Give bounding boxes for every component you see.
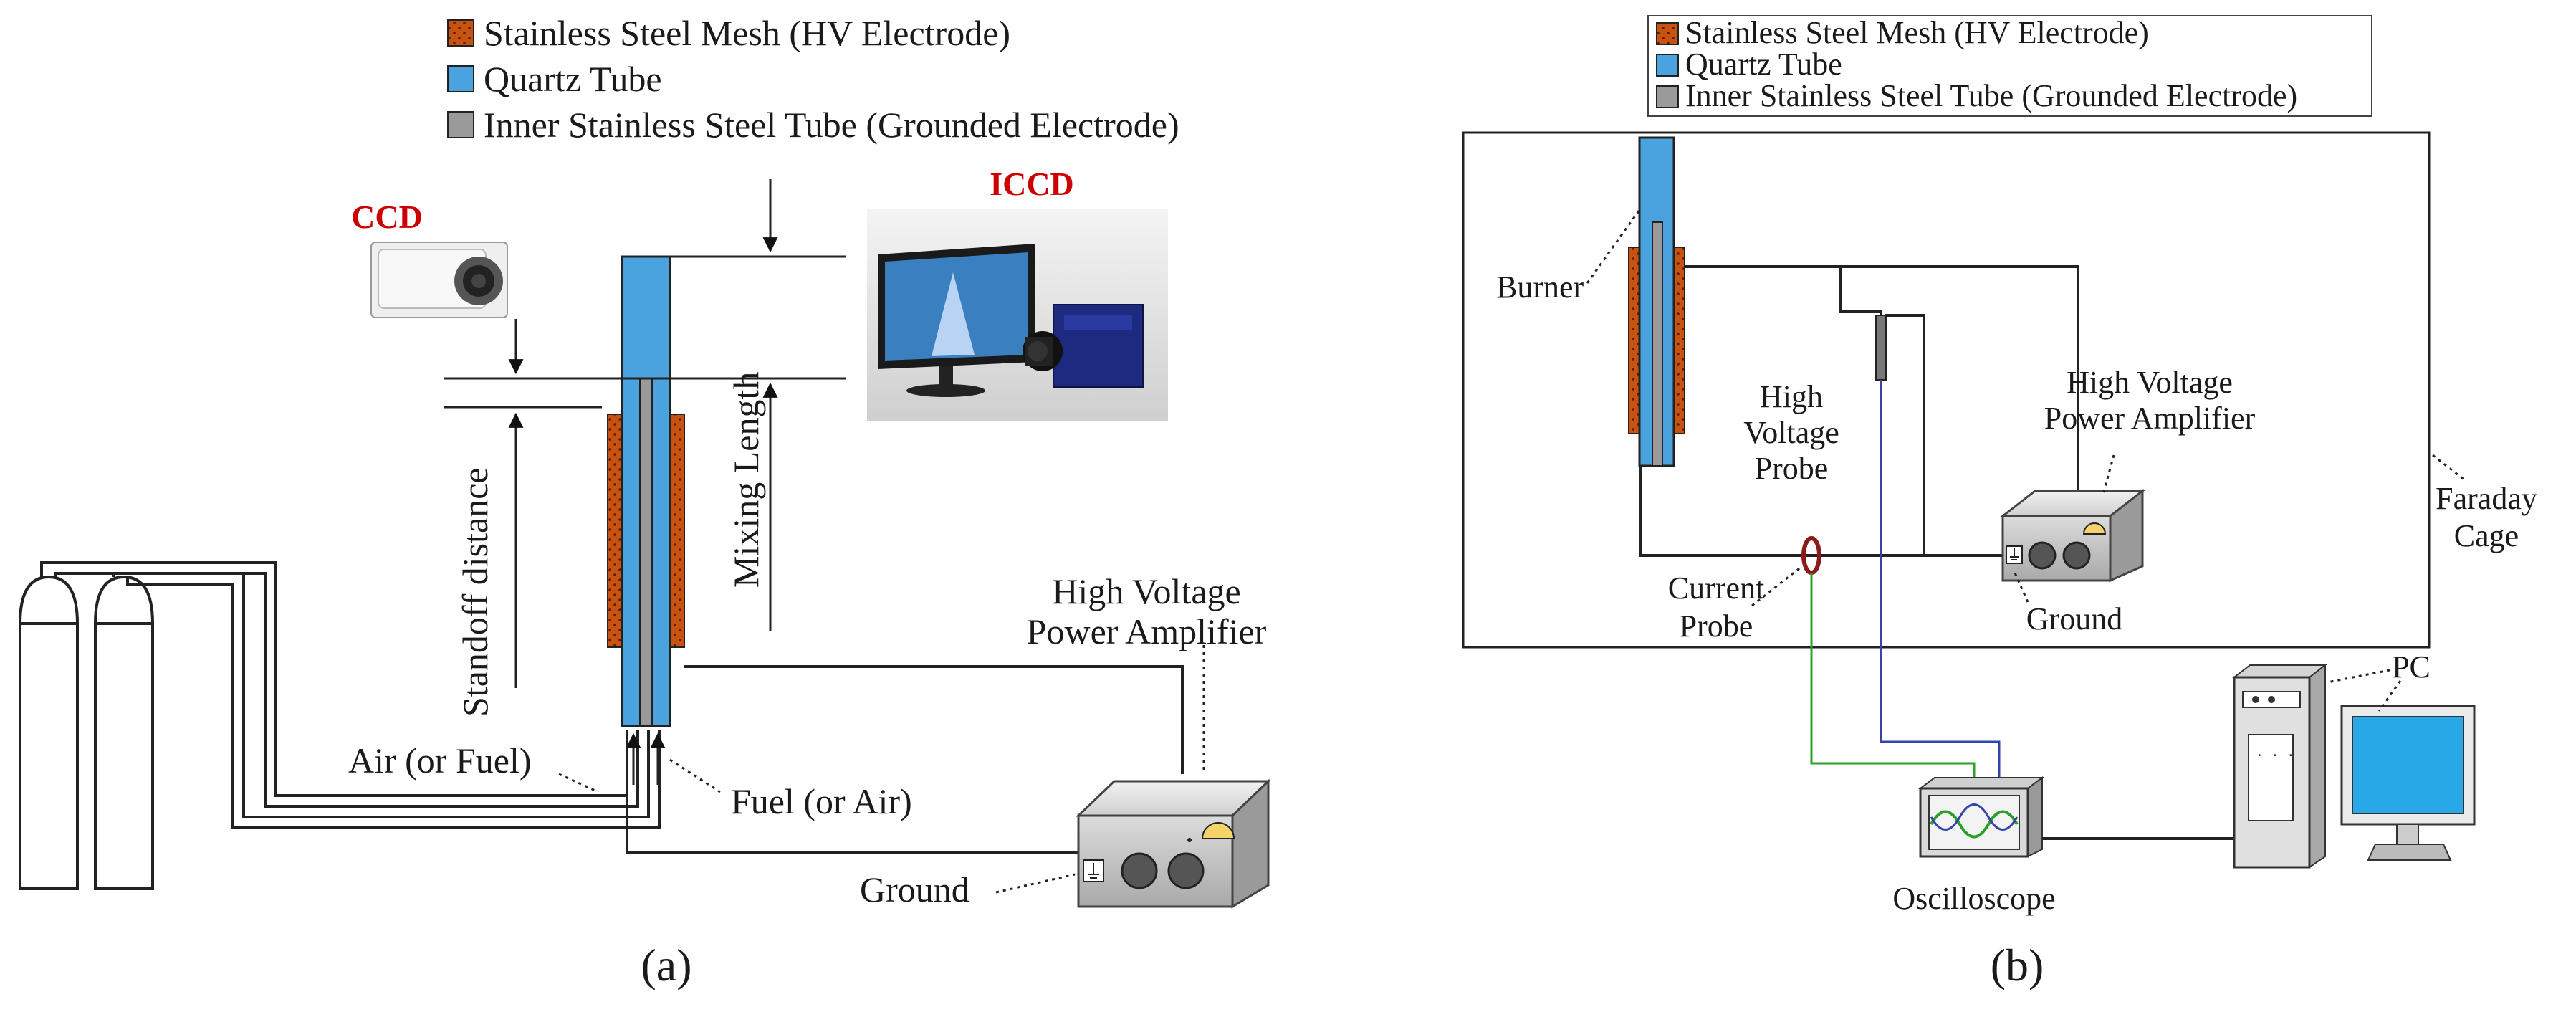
legend-a: Stainless Steel Mesh (HV Electrode) Quar… — [447, 13, 1179, 145]
hv-amp-label-b2: Power Amplifier — [2044, 401, 2256, 436]
caption-b-text: (b) — [1991, 940, 2044, 990]
current-probe-label-1: Current — [1668, 571, 1764, 606]
legend-mesh-swatch — [447, 19, 474, 47]
ground-label-a: Ground — [860, 869, 969, 910]
mesh-left — [607, 414, 623, 648]
hv-amp-label-b1: High Voltage — [2067, 365, 2233, 400]
hv-amplifier-b — [1999, 488, 2146, 583]
svg-text:· · ·: · · · — [2256, 748, 2294, 763]
current-probe-label-2: Probe — [1680, 608, 1753, 644]
faraday-cage — [1462, 131, 2431, 649]
faraday-label-1: Faraday — [2436, 481, 2537, 516]
hv-amp-label-a1: High Voltage — [1052, 571, 1240, 611]
gas-line-2-outer — [112, 572, 650, 818]
legend-quartz-swatch — [447, 65, 474, 92]
mesh-right — [669, 414, 685, 648]
iccd-label: ICCD — [990, 166, 1074, 202]
burner-label: Burner — [1496, 269, 1584, 305]
gas-cylinder-2 — [94, 575, 154, 890]
voltage-signal-cable — [1880, 380, 2001, 785]
legend-inner-swatch — [447, 111, 474, 138]
legend-inner-label: Inner Stainless Steel Tube (Grounded Ele… — [484, 105, 1179, 145]
oscilloscope-label: Oscilloscope — [1892, 881, 2055, 916]
caption-a: (a) — [641, 940, 691, 990]
hv-probe-icon — [1875, 315, 1887, 381]
caption-a-text: (a) — [641, 940, 691, 990]
air-label: Air (or Fuel) — [348, 740, 532, 781]
gas-line-2-inner — [126, 577, 661, 829]
current-signal-cable — [1810, 573, 1976, 785]
standoff-distance-label: Standoff distance — [455, 467, 495, 717]
legend-quartz-label: Quartz Tube — [484, 59, 662, 99]
gas-line-1-inner — [54, 572, 639, 808]
fuel-label: Fuel (or Air) — [731, 781, 912, 821]
probe-ground-wire — [1885, 314, 2010, 557]
hv-probe-label-3: Probe — [1755, 451, 1829, 486]
faraday-label-2: Cage — [2454, 518, 2519, 553]
hv-probe-label-1: High — [1760, 379, 1823, 414]
ccd-camera-icon — [370, 242, 508, 318]
pc-tower-icon: · · · — [2232, 663, 2327, 869]
gas-cylinder-1 — [19, 575, 79, 890]
panel-a: Stainless Steel Mesh (HV Electrode) Quar… — [19, 13, 1271, 990]
pc-label: PC — [2392, 649, 2431, 684]
legend-b-inner-label: Inner Stainless Steel Tube (Grounded Ele… — [1685, 78, 2297, 113]
legend-mesh-label: Stainless Steel Mesh (HV Electrode) — [484, 13, 1010, 53]
legend-b-quartz-swatch — [1656, 54, 1679, 77]
ccd-label: CCD — [351, 199, 423, 235]
caption-b: (b) — [1991, 940, 2044, 990]
hv-wire-a — [684, 665, 1184, 774]
panel-b: Stainless Steel Mesh (HV Electrode) Quar… — [1462, 15, 2537, 990]
hv-amplifier-a — [1076, 778, 1271, 909]
gas-line-1-outer — [40, 561, 628, 797]
mixing-length-label: Mixing Length — [726, 372, 766, 588]
ground-wire-b — [1639, 466, 2010, 557]
pc-monitor-icon — [2340, 705, 2476, 861]
inner-tube — [639, 378, 653, 727]
hv-probe-label-2: Voltage — [1743, 415, 1839, 450]
iccd-camera-icon — [867, 209, 1168, 421]
ground-wire-a — [626, 730, 1089, 854]
legend-b-mesh-swatch — [1656, 22, 1679, 45]
legend-b-inner-swatch — [1656, 85, 1679, 108]
ground-label-b: Ground — [2026, 601, 2122, 636]
oscilloscope-icon — [1918, 776, 2044, 858]
hv-amp-label-a2: Power Amplifier — [1027, 611, 1267, 651]
legend-b-quartz-label: Quartz Tube — [1685, 47, 1842, 82]
legend-b-mesh-label: Stainless Steel Mesh (HV Electrode) — [1685, 15, 2149, 50]
hv-wire-b — [1685, 265, 2079, 509]
burner-assembly-a — [607, 255, 685, 727]
burner-assembly-b — [1628, 136, 1685, 467]
current-probe-icon — [1801, 536, 1821, 575]
legend-b-box — [1647, 15, 2372, 117]
